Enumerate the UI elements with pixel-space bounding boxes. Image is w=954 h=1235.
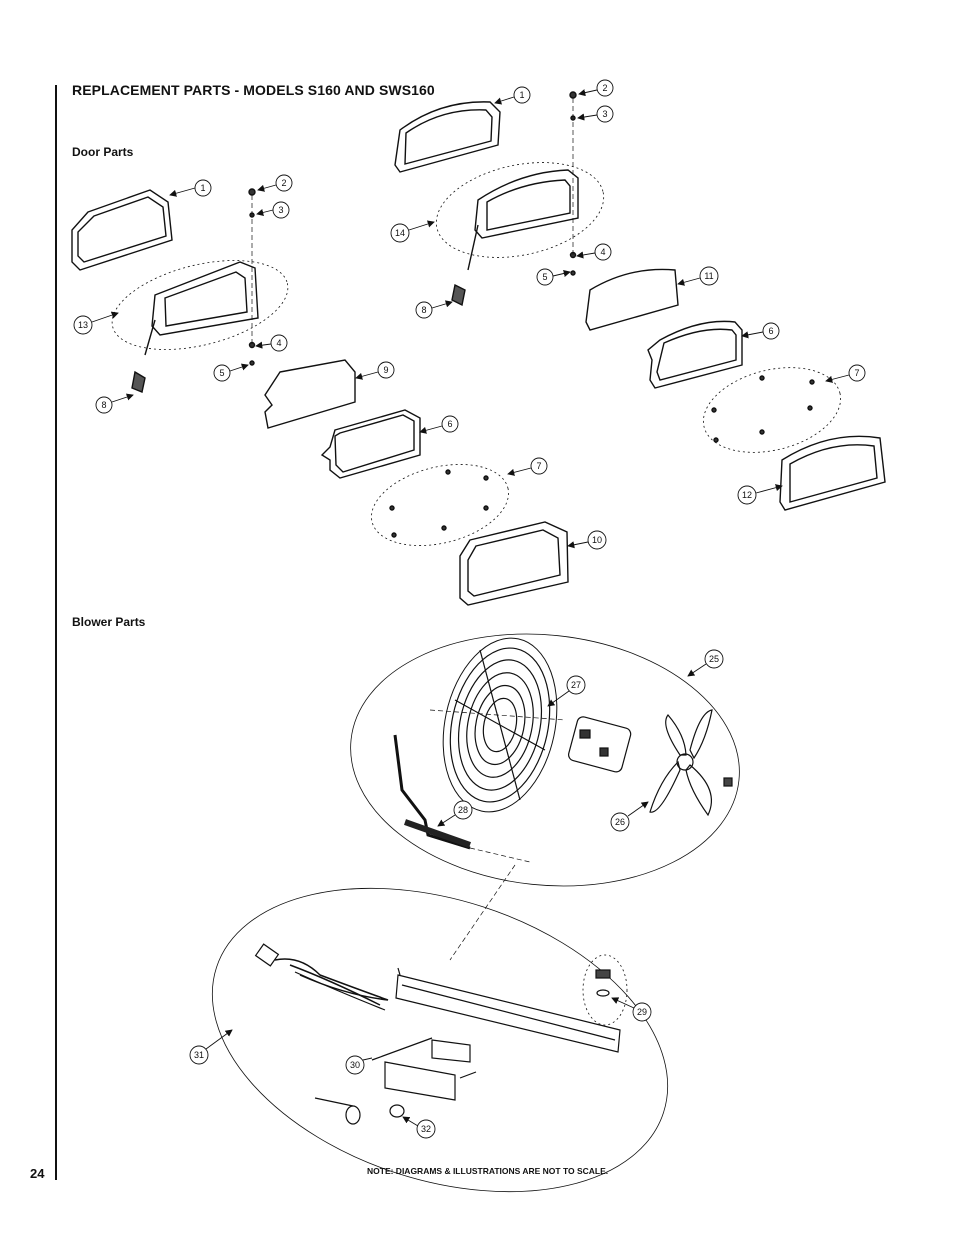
svg-text:28: 28 (458, 805, 468, 815)
callout-L13: 13 (73, 311, 119, 335)
door-parts-heading: Door Parts (72, 145, 134, 159)
blower-parts-heading: Blower Parts (72, 615, 146, 629)
mounting-rail (395, 967, 621, 1053)
svg-text:29: 29 (637, 1007, 647, 1017)
callout-L5: 5 (213, 363, 249, 382)
svg-text:31: 31 (194, 1050, 204, 1060)
left-door-frame (151, 261, 259, 336)
left-door-assembly (71, 188, 569, 606)
scale-note: NOTE: DIAGRAMS & ILLUSTRATIONS ARE NOT T… (367, 1166, 609, 1176)
svg-text:6: 6 (768, 326, 773, 336)
svg-text:25: 25 (709, 654, 719, 664)
callout-L7: 7 (507, 457, 548, 476)
callout-L2: 2 (257, 174, 293, 192)
callout-R7: 7 (825, 364, 866, 383)
door-frame-group-ellipse (111, 260, 289, 350)
left-door-glass (264, 359, 356, 429)
callout-29: 29 (611, 997, 652, 1022)
svg-text:5: 5 (219, 368, 224, 378)
left-door-gasket (320, 409, 421, 479)
svg-text:3: 3 (278, 205, 283, 215)
callout-L6: 6 (419, 415, 459, 434)
svg-text:7: 7 (536, 461, 541, 471)
left-door-glass-frame (71, 189, 173, 271)
right-door-glass (585, 268, 679, 331)
right-clips-ellipse (702, 367, 842, 453)
svg-text:4: 4 (276, 338, 281, 348)
blower-lower-ellipse (211, 887, 669, 1193)
callout-26: 26 (610, 801, 649, 832)
page-title: REPLACEMENT PARTS - MODELS S160 AND SWS1… (72, 82, 435, 98)
svg-text:7: 7 (854, 368, 859, 378)
left-door-handle (131, 370, 146, 393)
callout-R11: 11 (677, 266, 719, 286)
callout-L8: 8 (95, 393, 134, 414)
thermodisc-ellipse (582, 954, 628, 1026)
svg-text:30: 30 (350, 1060, 360, 1070)
callout-L9: 9 (355, 361, 395, 380)
svg-text:10: 10 (592, 535, 602, 545)
callout-L4: 4 (255, 334, 288, 352)
callout-L3: 3 (256, 201, 290, 219)
wire-harness (393, 734, 471, 850)
svg-text:1: 1 (519, 90, 524, 100)
speed-control (314, 1037, 477, 1125)
svg-text:6: 6 (447, 419, 452, 429)
right-door-frame-group-ellipse (435, 162, 605, 258)
callout-R14: 14 (390, 220, 435, 243)
blower-assembly (211, 633, 740, 1193)
callout-R12: 12 (737, 484, 783, 505)
fan-guard (442, 637, 558, 813)
callouts: 1 2 3 13 4 5 8 9 6 7 10 1 2 3 14 4 5 8 1… (73, 79, 866, 1139)
callout-R2: 2 (578, 79, 614, 97)
callout-28: 28 (437, 800, 473, 827)
left-clips-ellipse (371, 464, 509, 546)
callout-R5: 5 (536, 268, 571, 286)
callout-L1: 1 (169, 179, 212, 197)
svg-text:4: 4 (600, 247, 605, 257)
page-number: 24 (30, 1166, 45, 1181)
left-door-trim (459, 521, 569, 606)
svg-text:8: 8 (101, 400, 106, 410)
svg-text:3: 3 (602, 109, 607, 119)
svg-text:2: 2 (281, 178, 286, 188)
callout-30: 30 (345, 1055, 373, 1075)
svg-text:1: 1 (200, 183, 205, 193)
fan-blade (649, 709, 713, 817)
callout-25: 25 (687, 649, 724, 677)
callout-L10: 10 (567, 530, 607, 550)
callout-R1: 1 (494, 86, 531, 105)
svg-text:9: 9 (383, 365, 388, 375)
callout-R3: 3 (577, 105, 614, 123)
right-door-handle (451, 283, 466, 307)
right-door-frame (474, 169, 579, 239)
svg-text:2: 2 (602, 83, 607, 93)
svg-text:11: 11 (704, 271, 713, 281)
callout-27: 27 (547, 675, 586, 707)
callout-R6: 6 (741, 322, 780, 340)
svg-text:8: 8 (421, 305, 426, 315)
right-door-assembly (394, 91, 886, 511)
svg-text:14: 14 (395, 228, 405, 238)
margin-rule (55, 85, 57, 1180)
svg-text:13: 13 (78, 320, 88, 330)
svg-text:12: 12 (742, 490, 752, 500)
callout-R8: 8 (415, 300, 453, 319)
right-door-gasket (647, 320, 743, 389)
power-cord (254, 943, 389, 1011)
right-door-glass-frame (394, 101, 501, 173)
svg-text:32: 32 (421, 1124, 431, 1134)
callout-31: 31 (189, 1029, 233, 1065)
blower-upper-ellipse (350, 633, 740, 887)
svg-text:26: 26 (615, 817, 625, 827)
svg-text:5: 5 (542, 272, 547, 282)
callout-R4: 4 (576, 243, 612, 261)
blower-motor (568, 716, 632, 773)
svg-text:27: 27 (571, 680, 581, 690)
right-door-trim (779, 435, 886, 511)
callout-32: 32 (402, 1116, 436, 1139)
